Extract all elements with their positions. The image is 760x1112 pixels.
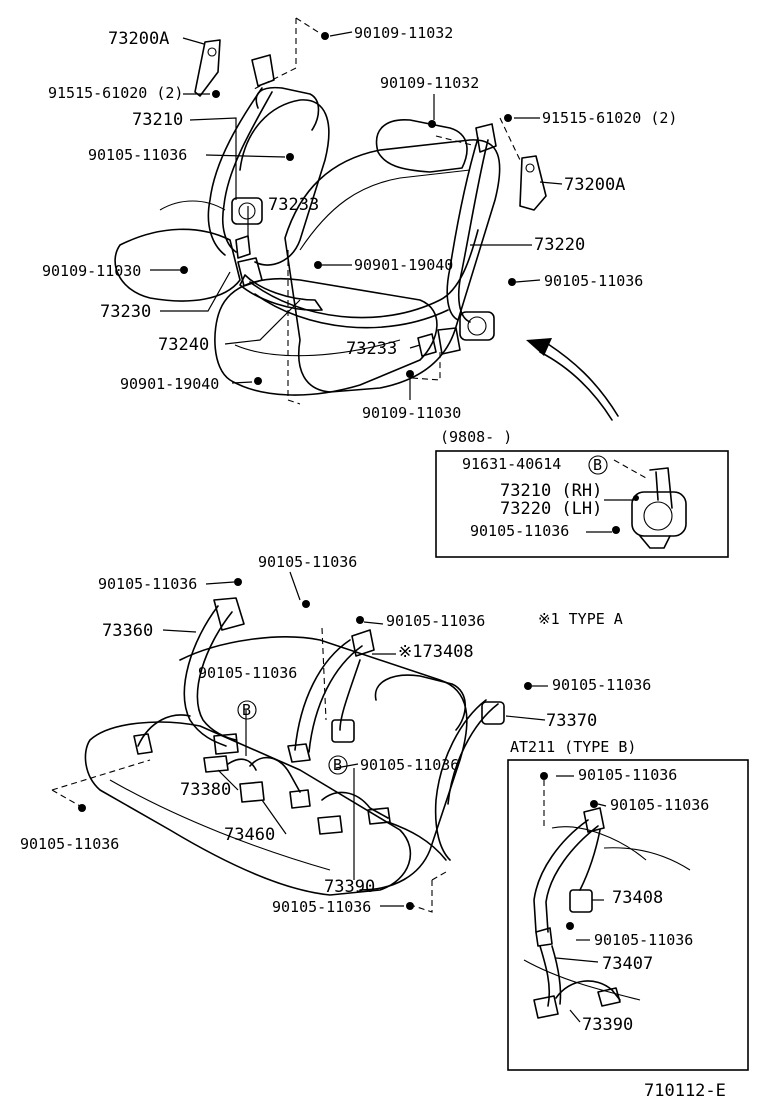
label-90105-typeb-b: 90105-11036 (610, 796, 709, 814)
label-91515-right: 91515-61020 (2) (542, 109, 677, 127)
label-91515-left: 91515-61020 (2) (48, 84, 183, 102)
label-73220-lh: 73220 (LH) (500, 499, 602, 519)
label-90901-19040-bottom: 90901-19040 (120, 375, 219, 393)
label-90109-11032-top: 90109-11032 (354, 24, 453, 42)
type-b-title: AT211 (TYPE B) (510, 738, 636, 756)
label-90105-11036-front-left: 90105-11036 (88, 146, 187, 164)
label-90105-rear-c: 90105-11036 (386, 612, 485, 630)
label-73210: 73210 (132, 110, 183, 130)
label-90105-11036-front-right: 90105-11036 (544, 272, 643, 290)
label-73460: 73460 (224, 825, 275, 845)
front-bolts (180, 32, 516, 385)
label-90105-typeb-a: 90105-11036 (578, 766, 677, 784)
label-73233-left: 73233 (268, 195, 319, 215)
label-90901-19040-center: 90901-19040 (354, 256, 453, 274)
label-173408: ※173408 (398, 642, 474, 662)
label-90109-11032-center: 90109-11032 (380, 74, 479, 92)
label-73233-right: 73233 (346, 339, 397, 359)
label-73390: 73390 (324, 877, 375, 897)
label-90105-11036-inset: 90105-11036 (470, 522, 569, 540)
label-73240: 73240 (158, 335, 209, 355)
rear-labels: 90105-11036 90105-11036 73360 90105-1103… (20, 553, 651, 916)
label-90105-rear-h: 90105-11036 (272, 898, 371, 916)
label-73220: 73220 (534, 235, 585, 255)
inset-title: (9808- ) (440, 428, 512, 446)
label-73200A-left: 73200A (108, 29, 169, 49)
label-90109-11030-left: 90109-11030 (42, 262, 141, 280)
label-73370: 73370 (546, 711, 597, 731)
rear-marker-b-2: B (333, 756, 342, 774)
label-90105-rear-a: 90105-11036 (98, 575, 197, 593)
label-90105-rear-b: 90105-11036 (258, 553, 357, 571)
label-73380: 73380 (180, 780, 231, 800)
front-seat-assembly (114, 17, 647, 479)
label-73390-typeb: 73390 (582, 1015, 633, 1035)
label-73408: 73408 (612, 888, 663, 908)
front-labels: 73200A 91515-61020 (2) 73210 90105-11036… (42, 24, 677, 422)
label-type-a: ※1 TYPE A (538, 610, 623, 628)
label-73360: 73360 (102, 621, 153, 641)
label-90109-11030-center: 90109-11030 (362, 404, 461, 422)
label-90105-rear-e: 90105-11036 (552, 676, 651, 694)
label-90105-rear-g: 90105-11036 (20, 835, 119, 853)
type-b-inset: AT211 (TYPE B) 90105-11036 90105-11036 7… (507, 738, 749, 1071)
label-73230: 73230 (100, 302, 151, 322)
label-73407: 73407 (602, 954, 653, 974)
diagram-code: 710112-E (644, 1081, 726, 1101)
inset-9808: (9808- ) 91631-40614 B 73210 (RH) 73220 … (435, 428, 729, 558)
label-90105-rear-f: 90105-11036 (360, 756, 459, 774)
label-73210-rh: 73210 (RH) (500, 481, 602, 501)
label-90105-typeb-c: 90105-11036 (594, 931, 693, 949)
rear-seat-assembly (51, 571, 548, 913)
label-90105-rear-d: 90105-11036 (198, 664, 297, 682)
label-73200A-right: 73200A (564, 175, 625, 195)
inset-marker-b: B (593, 456, 602, 474)
rear-marker-b-1: B (242, 701, 251, 719)
label-91631-40614: 91631-40614 (462, 455, 561, 473)
